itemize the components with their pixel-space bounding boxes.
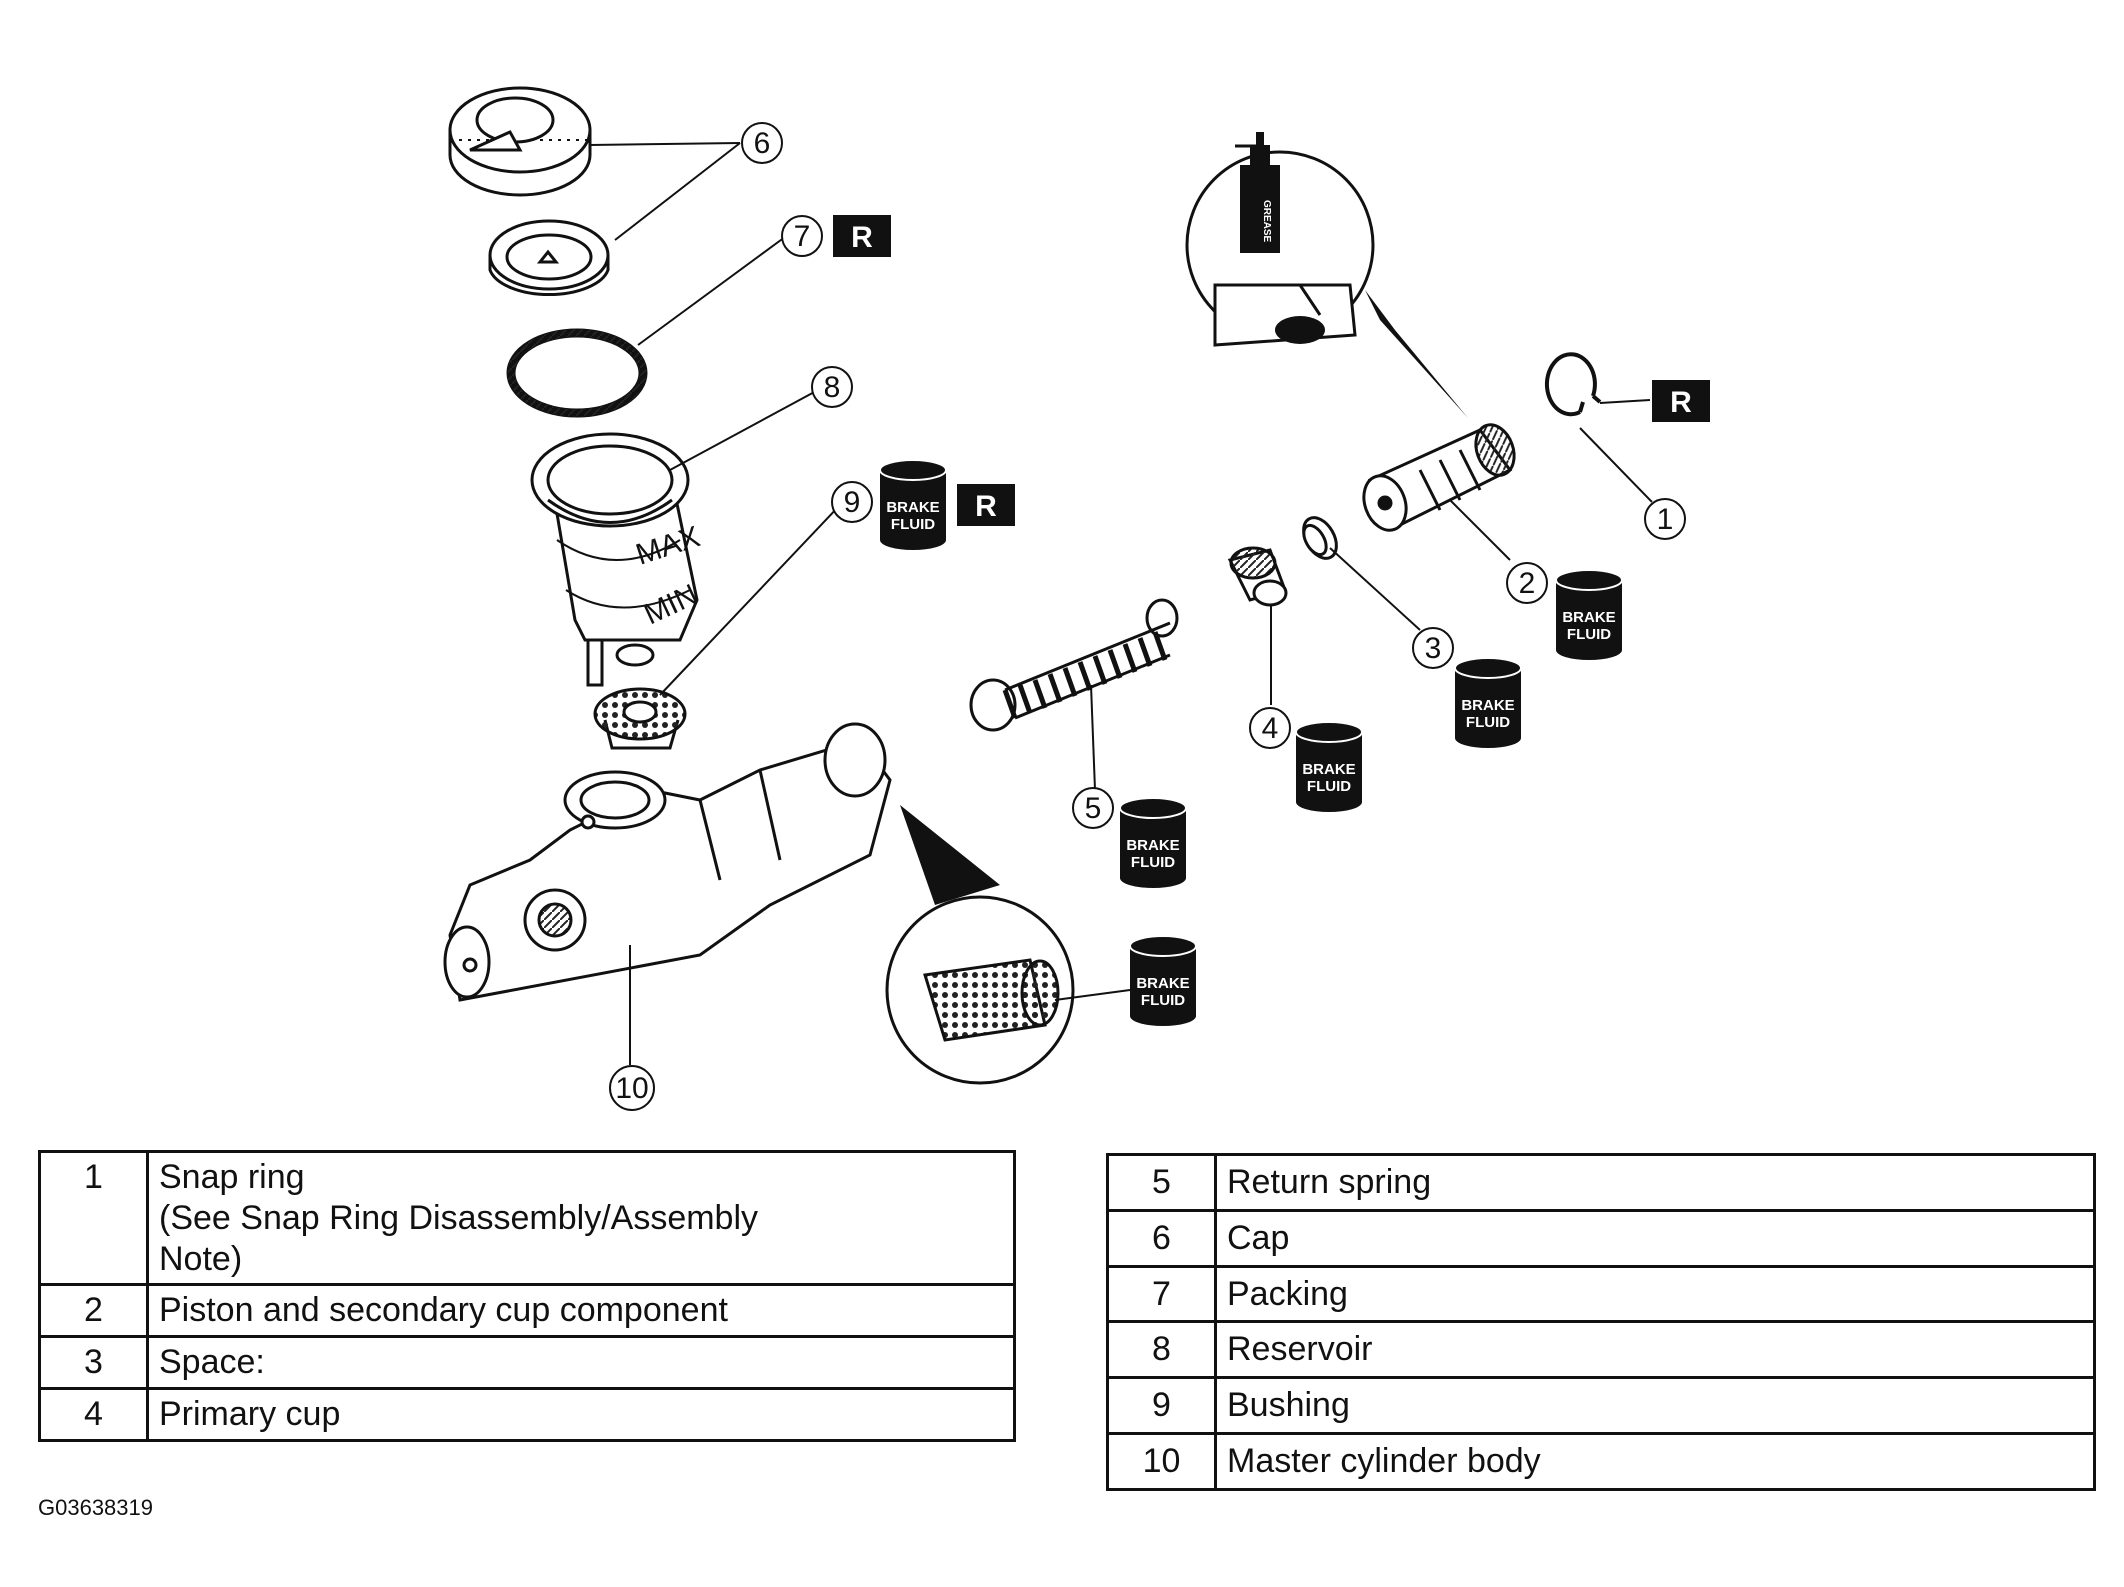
part-number: 10: [1106, 1431, 1217, 1491]
callout-8: 8: [824, 371, 841, 404]
master-cylinder-body-part: [443, 722, 892, 1002]
spacer-part: [1302, 516, 1338, 560]
return-spring-part: [969, 598, 1179, 732]
svg-text:BRAKE: BRAKE: [886, 499, 939, 516]
callout-6: 6: [754, 127, 771, 160]
exploded-view-diagram: MAX MIN: [443, 86, 1710, 1111]
callout-4-circle: [1249, 707, 1291, 749]
callout-8-circle: [811, 366, 853, 408]
part-description: Primary cup: [146, 1386, 1016, 1442]
grease-label: GREASE: [1261, 200, 1272, 243]
replace-tag: R: [833, 215, 891, 257]
callout-5: 5: [1085, 792, 1102, 825]
primary-cup-part: [1227, 546, 1288, 607]
grease-detail-magnifier: GREASE: [1185, 132, 1468, 418]
table-row: 1 Snap ring (See Snap Ring Disassembly/A…: [38, 1149, 1016, 1287]
callout-3: 3: [1425, 632, 1442, 665]
table-row: 4 Primary cup: [38, 1386, 1016, 1442]
part-description: Packing: [1214, 1264, 2096, 1324]
callout-4: 4: [1262, 712, 1279, 745]
svg-text:FLUID: FLUID: [1466, 714, 1510, 731]
bushing-part: [593, 687, 687, 750]
callout-6-circle: [741, 122, 783, 164]
svg-text:R: R: [851, 221, 873, 254]
brake-fluid-icon: BRAKE FLUID: [1454, 657, 1522, 748]
brake-fluid-icon: BRAKE FLUID: [1295, 721, 1363, 812]
replace-tag: R: [1652, 380, 1710, 422]
callout-markers: [609, 122, 1686, 1111]
callout-9-circle: [831, 481, 873, 523]
svg-text:FLUID: FLUID: [1567, 626, 1611, 643]
svg-text:FLUID: FLUID: [1141, 992, 1185, 1009]
part-number: 9: [1106, 1376, 1217, 1435]
callout-1: 1: [1657, 503, 1674, 536]
piston-part: [1362, 423, 1516, 532]
part-number: 5: [1106, 1153, 1217, 1212]
part-description: Reservoir: [1214, 1320, 2096, 1380]
part-description: Cap: [1214, 1208, 2096, 1268]
part-number: 1: [38, 1149, 149, 1287]
table-row: 8 Reservoir: [1106, 1320, 2096, 1380]
cap-part: [448, 86, 592, 197]
svg-text:BRAKE: BRAKE: [1126, 837, 1179, 854]
svg-text:FLUID: FLUID: [891, 516, 935, 533]
part-description: Piston and secondary cup component: [146, 1283, 1016, 1339]
brake-fluid-icon: BRAKE FLUID: [879, 459, 947, 550]
callout-9: 9: [844, 486, 861, 519]
callout-2-circle: [1506, 562, 1548, 604]
svg-text:FLUID: FLUID: [1307, 778, 1351, 795]
part-description: Return spring: [1214, 1153, 2096, 1212]
table-row: 2 Piston and secondary cup component: [38, 1283, 1016, 1339]
bore-detail-magnifier: [885, 805, 1131, 1085]
part-number: 3: [38, 1335, 149, 1390]
brake-fluid-icon: BRAKE FLUID: [1555, 569, 1623, 660]
cap-seal-part: [488, 219, 610, 297]
part-description: Bushing: [1214, 1376, 2096, 1435]
snap-ring-part: [1544, 352, 1602, 417]
brake-fluid-icon: BRAKE FLUID: [1129, 935, 1197, 1026]
table-row: 6 Cap: [1106, 1208, 2096, 1268]
svg-text:BRAKE: BRAKE: [1461, 697, 1514, 714]
packing-part: [506, 328, 648, 418]
parts-legend-left: 1 Snap ring (See Snap Ring Disassembly/A…: [38, 1149, 1016, 1442]
svg-text:BRAKE: BRAKE: [1136, 975, 1189, 992]
callout-1-circle: [1644, 498, 1686, 540]
part-number: 6: [1106, 1208, 1217, 1268]
callout-2: 2: [1519, 567, 1536, 600]
svg-text:FLUID: FLUID: [1131, 854, 1175, 871]
figure-id: G03638319: [38, 1495, 153, 1520]
part-number: 2: [38, 1283, 149, 1339]
leader-lines: [589, 142, 1653, 1065]
callout-5-circle: [1072, 787, 1114, 829]
svg-text:R: R: [975, 490, 997, 523]
callout-10: 10: [615, 1072, 648, 1105]
brake-fluid-icon: BRAKE FLUID: [1119, 797, 1187, 888]
parts-legend-right: 5 Return spring 6 Cap 7 Packing 8 Reserv…: [1106, 1153, 2096, 1491]
callout-3-circle: [1412, 627, 1454, 669]
part-description: Master cylinder body: [1214, 1431, 2096, 1491]
svg-text:BRAKE: BRAKE: [1562, 609, 1615, 626]
table-row: 10 Master cylinder body: [1106, 1431, 2096, 1491]
part-number: 7: [1106, 1264, 1217, 1324]
replace-tag: R: [957, 484, 1015, 526]
part-number: 8: [1106, 1320, 1217, 1380]
table-row: 5 Return spring: [1106, 1153, 2096, 1212]
callout-7: 7: [794, 220, 811, 253]
table-row: 3 Space:: [38, 1335, 1016, 1390]
grease-can-icon: [1240, 165, 1280, 253]
reservoir-part: [530, 432, 699, 687]
part-number: 4: [38, 1386, 149, 1442]
callout-10-circle: [609, 1065, 655, 1111]
table-row: 9 Bushing: [1106, 1376, 2096, 1435]
table-row: 7 Packing: [1106, 1264, 2096, 1324]
callout-7-circle: [781, 215, 823, 257]
svg-text:BRAKE: BRAKE: [1302, 761, 1355, 778]
part-description: Snap ring (See Snap Ring Disassembly/Ass…: [146, 1149, 1016, 1287]
svg-text:R: R: [1670, 386, 1692, 419]
part-description: Space:: [146, 1335, 1016, 1390]
